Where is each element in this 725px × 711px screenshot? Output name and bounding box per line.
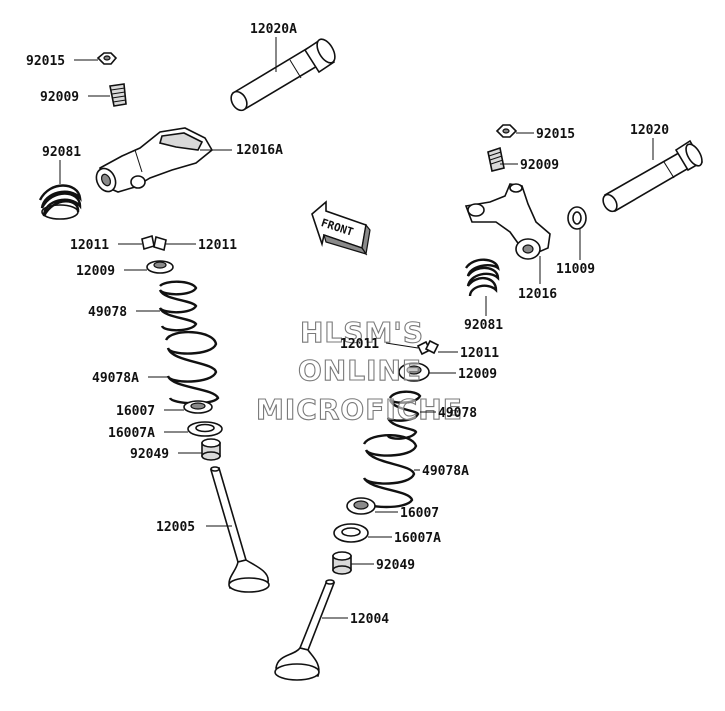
rocker-arm-12016A: [95, 127, 214, 193]
watermark-line-1: HLSM'S: [300, 316, 424, 349]
inner-spring-49078-right: [386, 390, 422, 440]
callout-labels: 92015 92009 12020A 92081 12016A 12011 12…: [26, 22, 669, 627]
watermark-line-2: ONLINE: [298, 354, 422, 387]
callout-12004: 12004: [350, 612, 389, 627]
callout-16007A-left: 16007A: [108, 426, 155, 441]
washer-11009: [567, 206, 587, 230]
callout-16007A-right: 16007A: [394, 531, 441, 546]
callout-49078A-left: 49078A: [92, 371, 139, 386]
keeper-12011-right: [416, 339, 440, 356]
shaft-12020: [602, 139, 704, 213]
callout-12011-a: 12011: [70, 238, 109, 253]
seat-16007-left: [183, 400, 213, 414]
seal-92049-left: [201, 438, 221, 461]
retainer-12009-left: [146, 260, 174, 274]
nut-92015-left: [96, 52, 118, 65]
retainer-12009-right: [398, 362, 430, 382]
callout-12005: 12005: [156, 520, 195, 535]
callout-12011-d: 12011: [460, 346, 499, 361]
callout-92009-left: 92009: [40, 90, 79, 105]
valve-12004: [274, 579, 336, 681]
nut-92015-right: [495, 124, 518, 138]
seat-16007-right: [346, 497, 376, 515]
washer-16007A-left: [187, 421, 223, 437]
inner-spring-49078-left: [158, 280, 198, 332]
callout-12009-left: 12009: [76, 264, 115, 279]
callout-16007-right: 16007: [400, 506, 439, 521]
screw-92009-right: [487, 146, 505, 172]
keeper-12011-left: [141, 234, 167, 252]
callout-92015-right: 92015: [536, 127, 575, 142]
leader-lines: [59, 37, 654, 619]
callout-92049-right: 92049: [376, 558, 415, 573]
watermark: HLSM'S ONLINE MICROFICHE: [255, 315, 463, 426]
rocker-arm-12016: [464, 183, 551, 260]
callout-49078A-right: 49078A: [422, 464, 469, 479]
spring-92081-left: [38, 184, 82, 220]
washer-16007A-right: [333, 523, 369, 543]
front-arrow: FRONT: [311, 200, 371, 256]
shaft-12020A: [230, 38, 336, 112]
watermark-line-3: MICROFICHE: [256, 393, 463, 426]
seal-92049-right: [332, 551, 352, 575]
outer-spring-49078A-right: [362, 434, 418, 509]
callout-92009-right: 92009: [520, 158, 559, 173]
callout-92081-right: 92081: [464, 318, 503, 333]
callout-92015-left: 92015: [26, 54, 65, 69]
callout-92081-left: 92081: [42, 145, 81, 160]
callout-12016A: 12016A: [236, 143, 283, 158]
callout-12016: 12016: [518, 287, 557, 302]
outer-spring-49078A-left: [164, 330, 220, 405]
callout-92049-left: 92049: [130, 447, 169, 462]
callout-12009-right: 12009: [458, 367, 497, 382]
valve-12005: [209, 466, 270, 593]
callout-12020A: 12020A: [250, 22, 297, 37]
callout-11009: 11009: [556, 262, 595, 277]
callout-49078-right: 49078: [438, 406, 477, 421]
callout-12020: 12020: [630, 123, 669, 138]
callout-12011-c: 12011: [340, 337, 379, 352]
callout-49078-left: 49078: [88, 305, 127, 320]
callout-16007-left: 16007: [116, 404, 155, 419]
spring-92081-right: [465, 258, 500, 297]
screw-92009-left: [109, 83, 127, 107]
callout-12011-b: 12011: [198, 238, 237, 253]
